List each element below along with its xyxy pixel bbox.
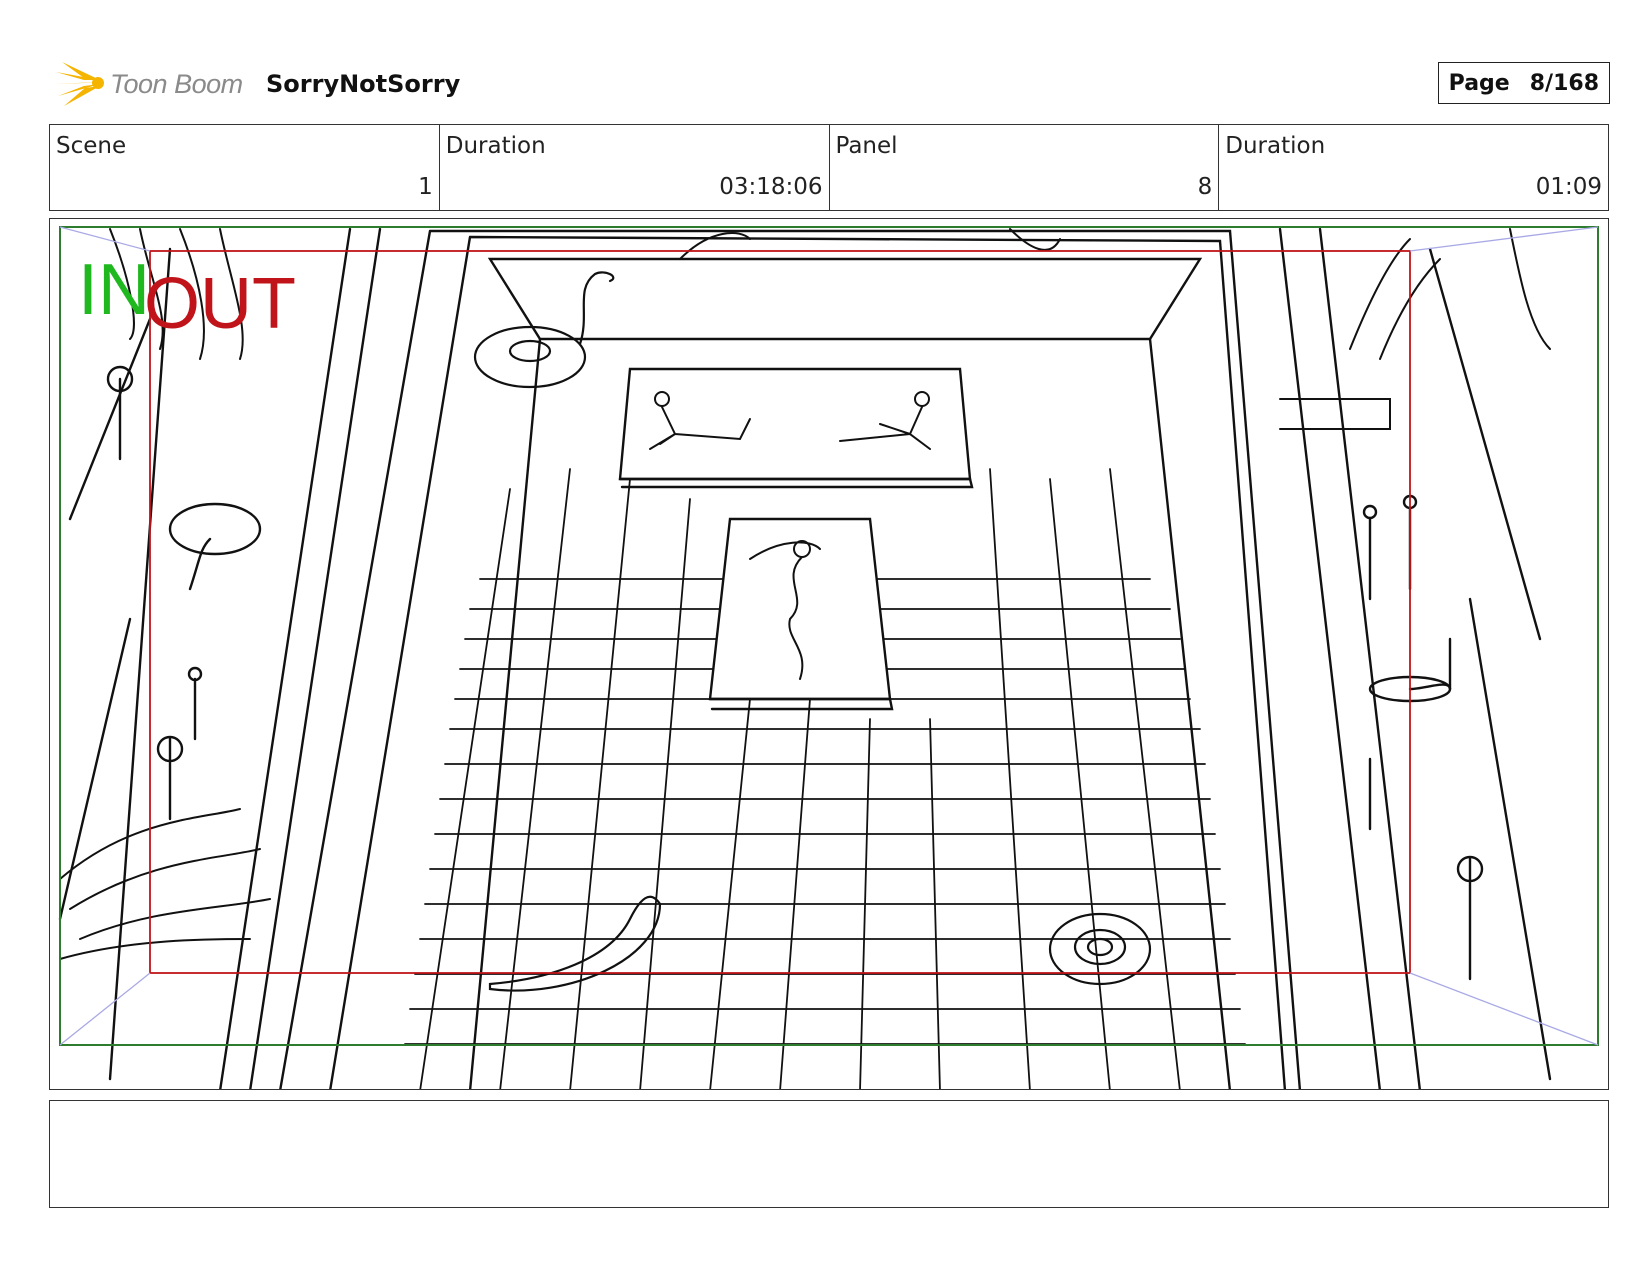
panel-duration-cell: Duration 01:09 (1219, 125, 1608, 210)
panel-sketch (58, 226, 1599, 1089)
pool-inner-rim (329, 235, 1287, 1089)
page-header: Toon Boom SorryNotSorry Page 8/168 (50, 58, 1610, 110)
toon-boom-logo: Toon Boom (54, 58, 243, 110)
page-label: Page (1448, 70, 1510, 96)
camera-frame (59, 226, 1599, 1046)
in-label: IN (78, 250, 150, 330)
center-mat (708, 517, 892, 701)
panel-value: 8 (1197, 174, 1213, 200)
scene-info-table: Scene 1 Duration 03:18:06 Panel 8 Durati… (49, 124, 1609, 211)
banana-float (488, 895, 662, 992)
panel-duration-value: 01:09 (1535, 174, 1602, 200)
panel-duration-label: Duration (1225, 133, 1326, 159)
starburst-logo-icon (54, 62, 104, 106)
upper-mat (618, 367, 972, 481)
storyboard-panel[interactable]: INOUT (49, 218, 1609, 1090)
palm-fronds (59, 228, 1551, 960)
page-indicator: Page 8/168 (1437, 62, 1610, 104)
logo-text: Toon Boom (110, 68, 243, 99)
swan-float (473, 271, 615, 389)
walkway-right (1278, 227, 1421, 1089)
scene-value: 1 (418, 174, 433, 200)
project-title: SorryNotSorry (266, 70, 461, 98)
in-out-marker: INOUT (78, 249, 296, 344)
scene-duration-cell: Duration 03:18:06 (440, 125, 830, 210)
scene-cell: Scene 1 (50, 125, 440, 210)
walkway-left (219, 227, 382, 1089)
pool-outer-rim (279, 229, 1302, 1089)
caption-box[interactable] (49, 1100, 1609, 1208)
figure-sketches (649, 391, 931, 680)
scene-duration-value: 03:18:06 (719, 174, 823, 200)
ring-float (1048, 912, 1152, 986)
out-label: OUT (144, 264, 296, 344)
safe-frame (149, 250, 1411, 974)
pool-inner-edge (487, 257, 1203, 341)
panel-cell: Panel 8 (830, 125, 1220, 210)
floor-grid-verticals (419, 468, 1181, 1089)
scene-label: Scene (56, 133, 127, 159)
scene-duration-label: Duration (445, 133, 546, 159)
page-number: 8/168 (1529, 70, 1599, 96)
panel-label: Panel (835, 133, 898, 159)
